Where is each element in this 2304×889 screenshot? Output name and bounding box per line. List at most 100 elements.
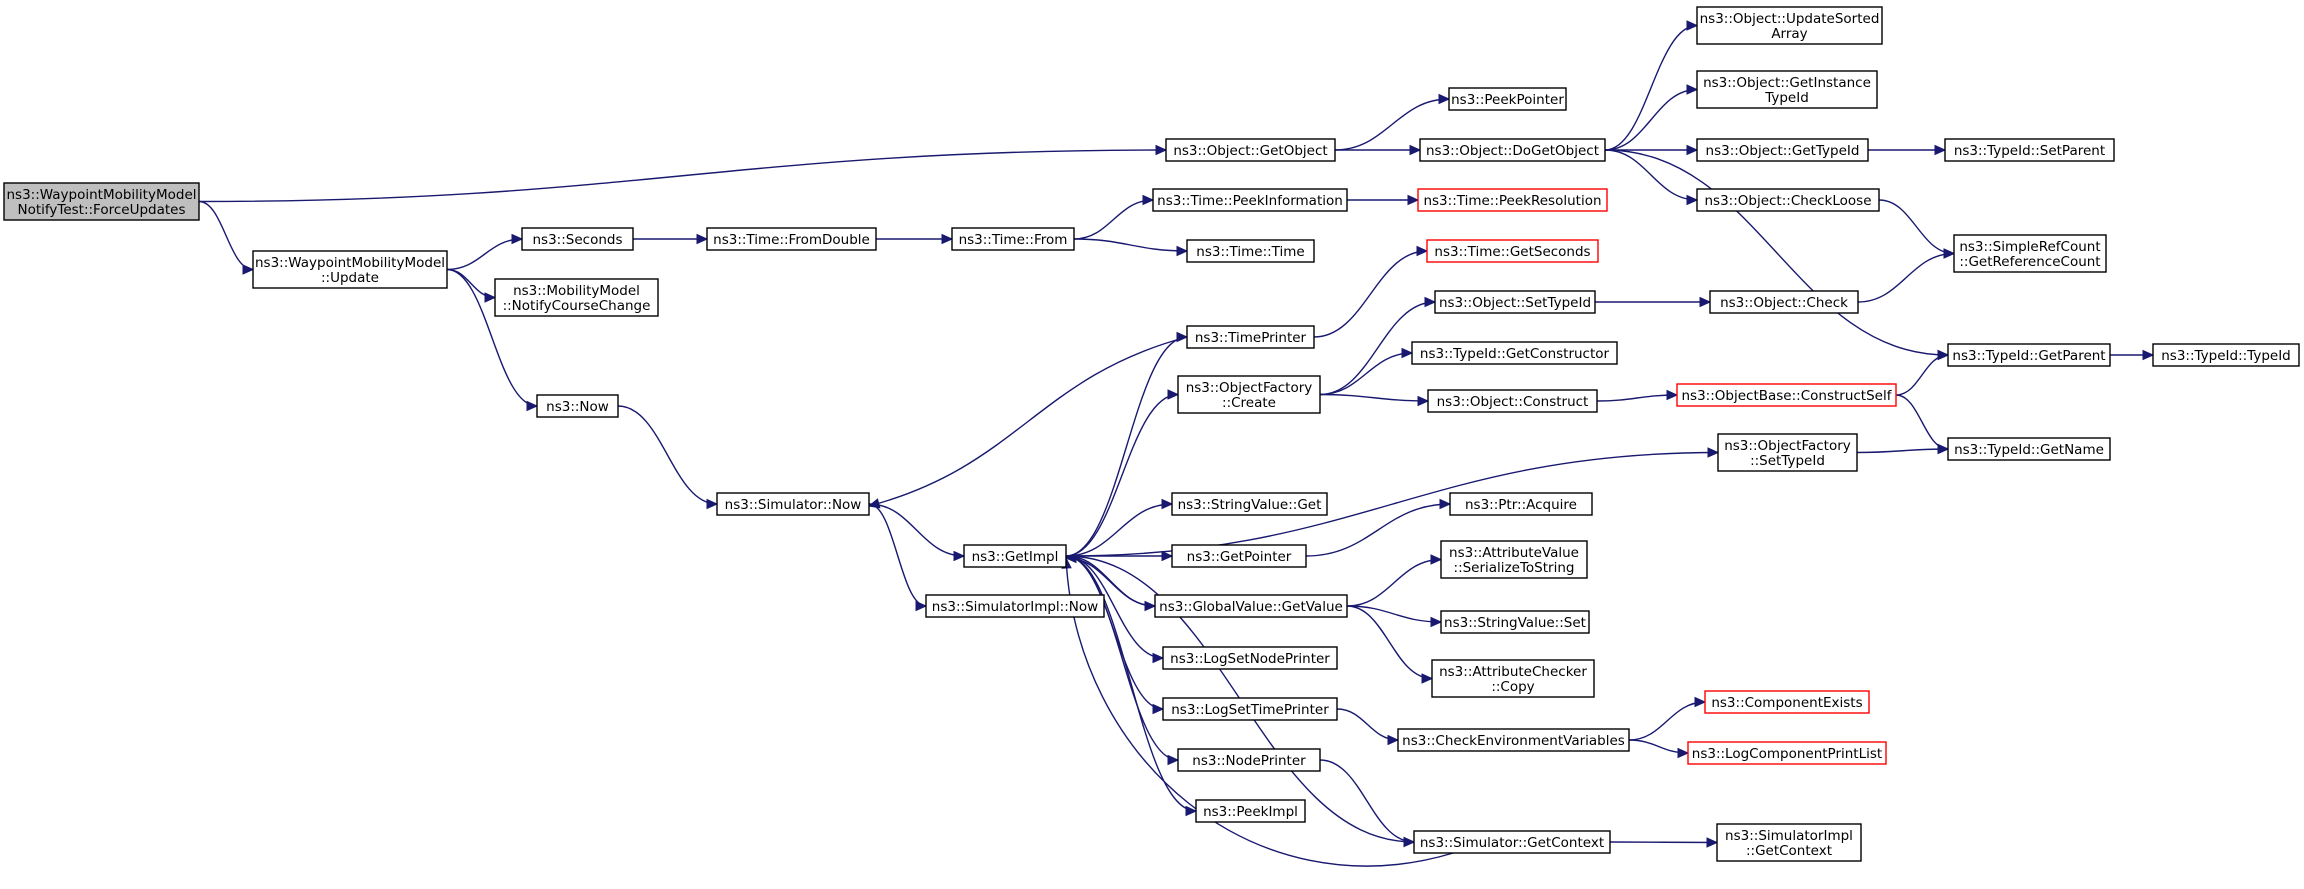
call-edge-checkenv-to-compexists — [1628, 696, 1707, 741]
function-node-simimplnow[interactable]: ns3::SimulatorImpl::Now — [925, 594, 1105, 618]
node-label: TypeId — [1764, 90, 1809, 106]
call-edges — [198, 20, 2155, 867]
function-node-stringget[interactable]: ns3::StringValue::Get — [1171, 492, 1328, 516]
function-node-settypeid[interactable]: ns3::Object::SetTypeId — [1434, 290, 1596, 314]
function-node-compexists[interactable]: ns3::ComponentExists — [1704, 690, 1870, 714]
node-box — [1696, 138, 1869, 162]
function-node-setparent[interactable]: ns3::TypeId::SetParent — [1944, 138, 2115, 162]
node-box — [1195, 799, 1306, 823]
function-node-peekimpl[interactable]: ns3::PeekImpl — [1195, 799, 1306, 823]
arrow-head — [1424, 296, 1437, 308]
node-label: ns3::AttributeChecker — [1439, 664, 1587, 680]
function-node-logcomplist[interactable]: ns3::LogComponentPrintList — [1687, 741, 1887, 765]
function-node-lognode[interactable]: ns3::LogSetNodePrinter — [1162, 646, 1338, 670]
function-node-getconstructor[interactable]: ns3::TypeId::GetConstructor — [1411, 341, 1618, 365]
call-edge-root-to-wmm-update — [198, 200, 255, 275]
function-node-getobject[interactable]: ns3::Object::GetObject — [1165, 138, 1336, 162]
function-node-fromdouble[interactable]: ns3::Time::FromDouble — [706, 227, 877, 251]
call-edge-dogetobject-to-getinstance — [1604, 84, 1699, 151]
function-node-typeidtypeid[interactable]: ns3::TypeId::TypeId — [2152, 343, 2300, 367]
node-label: ns3::Object::DoGetObject — [1426, 143, 1599, 159]
node-box — [252, 250, 448, 289]
function-node-ofsettypeid[interactable]: ns3::ObjectFactory::SetTypeId — [1717, 433, 1858, 472]
node-label: ns3::ComponentExists — [1711, 695, 1862, 711]
call-edge-dogetobject-to-getparent — [1604, 149, 1950, 361]
call-edge-ofcreate-to-getconstructor — [1319, 347, 1414, 396]
node-box — [1152, 188, 1348, 212]
arrow-head — [1152, 703, 1165, 715]
function-node-checkloose[interactable]: ns3::Object::CheckLoose — [1696, 188, 1880, 212]
function-node-getcontext[interactable]: ns3::Simulator::GetContext — [1413, 830, 1611, 854]
call-edge-root-to-getobject — [198, 144, 1168, 203]
function-node-now[interactable]: ns3::Now — [536, 394, 619, 418]
function-node-dogetobject[interactable]: ns3::Object::DoGetObject — [1419, 138, 1606, 162]
edge-line — [868, 503, 927, 607]
function-node-checkenv[interactable]: ns3::CheckEnvironmentVariables — [1397, 728, 1630, 752]
function-node-root[interactable]: ns3::WaypointMobilityModelNotifyTest::Fo… — [3, 182, 200, 221]
node-box — [1440, 540, 1588, 579]
function-node-stringset[interactable]: ns3::StringValue::Set — [1440, 610, 1590, 634]
function-node-ptracquire[interactable]: ns3::Ptr::Acquire — [1449, 492, 1593, 516]
function-node-timeprinter[interactable]: ns3::TimePrinter — [1186, 325, 1315, 349]
node-box — [1426, 239, 1599, 263]
function-nodes: ns3::WaypointMobilityModelNotifyTest::Fo… — [3, 6, 2300, 862]
node-box — [1696, 188, 1880, 212]
function-node-gvgetvalue[interactable]: ns3::GlobalValue::GetValue — [1154, 594, 1348, 618]
node-label: ns3::GetImpl — [972, 549, 1059, 565]
function-node-objconstruct[interactable]: ns3::Object::Construct — [1427, 389, 1598, 413]
arrow-head — [1934, 144, 1947, 156]
function-node-getseconds[interactable]: ns3::Time::GetSeconds — [1426, 239, 1599, 263]
function-node-constructself[interactable]: ns3::ObjectBase::ConstructSelf — [1676, 383, 1897, 407]
edge-line — [1628, 701, 1706, 741]
edge-line — [1319, 759, 1415, 843]
node-label: ns3::Time::PeekResolution — [1423, 193, 1601, 209]
function-node-nodeprinter[interactable]: ns3::NodePrinter — [1177, 748, 1321, 772]
function-node-getimpl[interactable]: ns3::GetImpl — [963, 544, 1067, 568]
function-node-objcheck[interactable]: ns3::Object::Check — [1709, 290, 1859, 314]
edge-line — [1065, 336, 1188, 557]
function-node-wmm-update[interactable]: ns3::WaypointMobilityModel::Update — [252, 250, 448, 289]
node-box — [1696, 6, 1883, 45]
function-node-simnow[interactable]: ns3::Simulator::Now — [716, 492, 870, 516]
function-node-timefrom[interactable]: ns3::Time::From — [951, 227, 1075, 251]
node-label: ns3::TypeId::GetParent — [1952, 348, 2105, 364]
function-node-getparent[interactable]: ns3::TypeId::GetParent — [1947, 343, 2111, 367]
node-box — [1696, 70, 1878, 109]
function-node-getpointer[interactable]: ns3::GetPointer — [1171, 544, 1307, 568]
node-label: ns3::StringValue::Get — [1178, 497, 1322, 513]
node-box — [1165, 138, 1336, 162]
arrow-head — [941, 233, 954, 245]
function-node-notifycourse[interactable]: ns3::MobilityModel::NotifyCourseChange — [494, 278, 659, 317]
function-node-peekres[interactable]: ns3::Time::PeekResolution — [1417, 188, 1608, 212]
edge-line — [446, 268, 538, 407]
edge-line — [1065, 555, 1197, 812]
call-edge-getimpl-to-nodeprinter — [1065, 555, 1180, 766]
arrow-head — [1686, 144, 1699, 156]
node-label: ns3::Simulator::Now — [725, 497, 862, 513]
arrow-head — [1699, 296, 1712, 308]
function-node-peekinfo[interactable]: ns3::Time::PeekInformation — [1152, 188, 1348, 212]
function-node-peekpointer[interactable]: ns3::PeekPointer — [1448, 87, 1567, 111]
arrow-head — [1686, 194, 1699, 206]
edge-line — [1334, 98, 1450, 151]
function-node-logtime[interactable]: ns3::LogSetTimePrinter — [1162, 697, 1338, 721]
function-node-obj-gettypeid[interactable]: ns3::Object::GetTypeId — [1696, 138, 1869, 162]
node-label: ns3::Ptr::Acquire — [1465, 497, 1577, 513]
node-label: ns3::LogComponentPrintList — [1692, 746, 1882, 762]
node-box — [1177, 375, 1321, 414]
function-node-avserialize[interactable]: ns3::AttributeValue::SerializeToString — [1440, 540, 1588, 579]
node-box — [1687, 741, 1887, 765]
function-node-timetime[interactable]: ns3::Time::Time — [1186, 239, 1315, 263]
function-node-seconds[interactable]: ns3::Seconds — [521, 227, 634, 251]
function-node-simimplctx[interactable]: ns3::SimulatorImpl::GetContext — [1716, 823, 1862, 862]
node-box — [1440, 610, 1590, 634]
node-box — [925, 594, 1105, 618]
function-node-accopy[interactable]: ns3::AttributeChecker::Copy — [1431, 659, 1595, 698]
node-label: NotifyTest::ForceUpdates — [17, 202, 185, 218]
node-label: ns3::GetPointer — [1187, 549, 1292, 565]
function-node-getrefcount[interactable]: ns3::SimpleRefCount::GetReferenceCount — [1953, 234, 2107, 273]
function-node-getname[interactable]: ns3::TypeId::GetName — [1947, 437, 2111, 461]
function-node-ofcreate[interactable]: ns3::ObjectFactory::Create — [1177, 375, 1321, 414]
